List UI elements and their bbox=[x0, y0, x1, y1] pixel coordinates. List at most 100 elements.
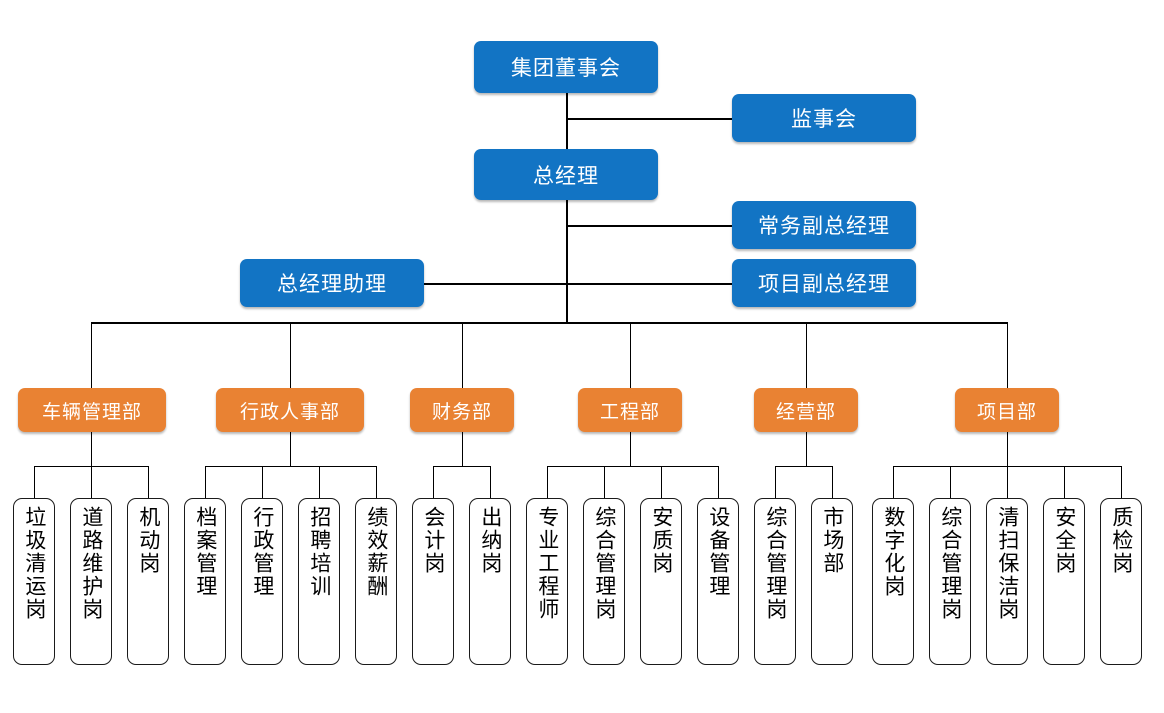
connector-dept-0-leaf-2 bbox=[148, 466, 149, 498]
connector-dept-1-spread bbox=[205, 466, 376, 467]
position-label: 会计岗 bbox=[421, 506, 446, 575]
connector-board-to-supervisory bbox=[566, 118, 732, 120]
connector-dept-3-down bbox=[630, 432, 631, 466]
connector-dept-1-leaf-1 bbox=[262, 466, 263, 498]
position-box[interactable]: 绩效薪酬 bbox=[355, 498, 397, 665]
position-label: 综合管理岗 bbox=[763, 506, 788, 621]
connector-gm-to-assistant bbox=[424, 283, 567, 285]
node-board-of-directors[interactable]: 集团董事会 bbox=[474, 41, 658, 93]
connector-gm-trunk bbox=[566, 200, 568, 323]
position-box[interactable]: 出纳岗 bbox=[469, 498, 511, 665]
position-label: 行政管理 bbox=[250, 506, 275, 598]
connector-dept-5-leaf-3 bbox=[1064, 466, 1065, 498]
connector-gm-to-executive-vp bbox=[566, 225, 732, 227]
node-label: 集团董事会 bbox=[511, 56, 621, 80]
node-label: 项目副总经理 bbox=[758, 272, 890, 296]
node-supervisory-board[interactable]: 监事会 bbox=[732, 94, 916, 142]
department-node-1[interactable]: 行政人事部 bbox=[216, 388, 364, 432]
position-label: 出纳岗 bbox=[478, 506, 503, 575]
connector-dept-4-down bbox=[806, 432, 807, 466]
node-general-manager[interactable]: 总经理 bbox=[474, 149, 658, 200]
node-label: 常务副总经理 bbox=[758, 214, 890, 238]
connector-dept-2-spread bbox=[433, 466, 491, 467]
department-label: 工程部 bbox=[599, 400, 660, 423]
position-label: 质检岗 bbox=[1109, 506, 1134, 575]
position-box[interactable]: 安质岗 bbox=[640, 498, 682, 665]
department-node-0[interactable]: 车辆管理部 bbox=[18, 388, 166, 432]
connector-bus-to-dept-0 bbox=[91, 322, 92, 388]
position-label: 安质岗 bbox=[649, 506, 674, 575]
connector-dept-5-leaf-2 bbox=[1007, 466, 1008, 498]
connector-dept-5-leaf-1 bbox=[950, 466, 951, 498]
connector-dept-5-down bbox=[1007, 432, 1008, 466]
connector-dept-3-leaf-2 bbox=[661, 466, 662, 498]
position-label: 安全岗 bbox=[1052, 506, 1077, 575]
department-node-4[interactable]: 经营部 bbox=[754, 388, 858, 432]
department-node-5[interactable]: 项目部 bbox=[955, 388, 1059, 432]
department-label: 项目部 bbox=[976, 400, 1037, 423]
position-box[interactable]: 安全岗 bbox=[1043, 498, 1085, 665]
position-label: 市场部 bbox=[820, 506, 845, 575]
connector-dept-5-leaf-4 bbox=[1121, 466, 1122, 498]
position-box[interactable]: 垃圾清运岗 bbox=[13, 498, 55, 665]
connector-dept-2-leaf-1 bbox=[490, 466, 491, 498]
position-box[interactable]: 数字化岗 bbox=[872, 498, 914, 665]
node-gm-assistant[interactable]: 总经理助理 bbox=[240, 259, 424, 307]
position-box[interactable]: 招聘培训 bbox=[298, 498, 340, 665]
position-box[interactable]: 清扫保洁岗 bbox=[986, 498, 1028, 665]
position-label: 清扫保洁岗 bbox=[995, 506, 1020, 621]
node-project-vice-gm[interactable]: 项目副总经理 bbox=[732, 259, 916, 307]
department-node-2[interactable]: 财务部 bbox=[410, 388, 514, 432]
position-label: 道路维护岗 bbox=[79, 506, 104, 621]
connector-dept-4-leaf-1 bbox=[832, 466, 833, 498]
position-label: 垃圾清运岗 bbox=[22, 506, 47, 621]
position-label: 招聘培训 bbox=[307, 506, 332, 598]
connector-board-to-gm bbox=[566, 93, 568, 149]
position-box[interactable]: 设备管理 bbox=[697, 498, 739, 665]
connector-dept-1-leaf-3 bbox=[376, 466, 377, 498]
position-box[interactable]: 道路维护岗 bbox=[70, 498, 112, 665]
connector-dept-3-spread bbox=[547, 466, 718, 467]
position-box[interactable]: 综合管理岗 bbox=[754, 498, 796, 665]
position-label: 机动岗 bbox=[136, 506, 161, 575]
position-box[interactable]: 行政管理 bbox=[241, 498, 283, 665]
connector-dept-3-leaf-1 bbox=[604, 466, 605, 498]
connector-bus-to-dept-2 bbox=[462, 322, 463, 388]
position-box[interactable]: 综合管理岗 bbox=[583, 498, 625, 665]
position-box[interactable]: 市场部 bbox=[811, 498, 853, 665]
connector-dept-0-down bbox=[91, 432, 92, 466]
node-label: 总经理助理 bbox=[277, 272, 387, 296]
position-label: 设备管理 bbox=[706, 506, 731, 598]
connector-dept-2-down bbox=[462, 432, 463, 466]
department-node-3[interactable]: 工程部 bbox=[578, 388, 682, 432]
connector-bus-to-dept-5 bbox=[1007, 322, 1008, 388]
connector-bus-to-dept-1 bbox=[290, 322, 291, 388]
connector-dept-5-leaf-0 bbox=[893, 466, 894, 498]
node-executive-vice-gm[interactable]: 常务副总经理 bbox=[732, 201, 916, 249]
department-label: 行政人事部 bbox=[239, 400, 340, 423]
position-box[interactable]: 质检岗 bbox=[1100, 498, 1142, 665]
connector-dept-0-leaf-1 bbox=[91, 466, 92, 498]
connector-dept-3-leaf-0 bbox=[547, 466, 548, 498]
position-label: 档案管理 bbox=[193, 506, 218, 598]
position-box[interactable]: 综合管理岗 bbox=[929, 498, 971, 665]
node-label: 监事会 bbox=[791, 107, 857, 131]
position-box[interactable]: 档案管理 bbox=[184, 498, 226, 665]
connector-dept-2-leaf-0 bbox=[433, 466, 434, 498]
position-label: 综合管理岗 bbox=[592, 506, 617, 621]
connector-dept-1-leaf-0 bbox=[205, 466, 206, 498]
connector-department-bus bbox=[91, 322, 1008, 324]
connector-dept-4-leaf-0 bbox=[775, 466, 776, 498]
connector-dept-1-down bbox=[290, 432, 291, 466]
position-box[interactable]: 机动岗 bbox=[127, 498, 169, 665]
position-label: 数字化岗 bbox=[881, 506, 906, 598]
department-label: 车辆管理部 bbox=[41, 400, 142, 423]
position-label: 绩效薪酬 bbox=[364, 506, 389, 598]
position-label: 专业工程师 bbox=[535, 506, 560, 621]
position-box[interactable]: 专业工程师 bbox=[526, 498, 568, 665]
connector-dept-0-leaf-0 bbox=[34, 466, 35, 498]
connector-dept-4-spread bbox=[775, 466, 833, 467]
position-box[interactable]: 会计岗 bbox=[412, 498, 454, 665]
department-label: 财务部 bbox=[431, 400, 492, 423]
